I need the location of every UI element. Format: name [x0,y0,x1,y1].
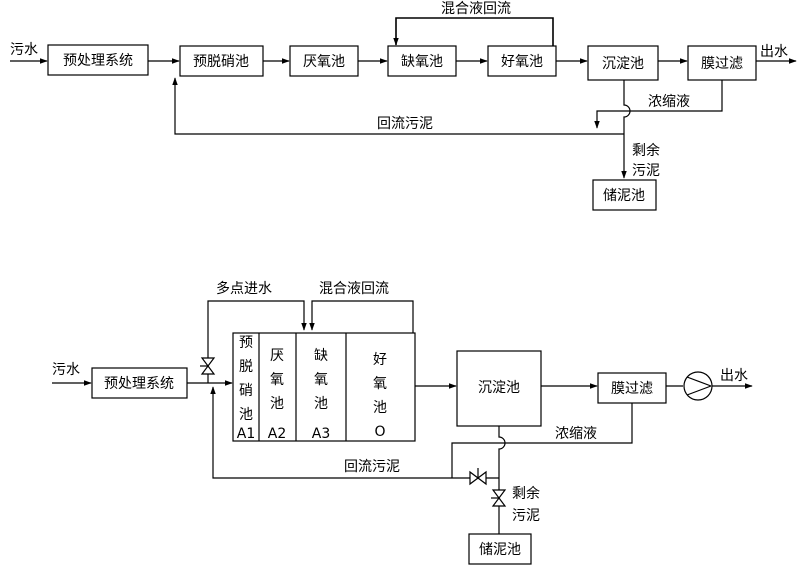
membrane-box [597,372,667,404]
membrane-label: 膜过滤 [611,381,653,397]
zone-a3-char: 氧 [314,372,328,388]
excess-sludge-label-1: 剩余 [632,142,660,159]
mixed-reflux-line [393,17,554,46]
return-sludge-label: 回流污泥 [344,459,400,475]
pre-denitrification-box [179,45,264,77]
zone-a3-code: A3 [312,426,330,442]
pre-denitrification-label: 预脱硝池 [193,54,249,70]
sludge-tank-label: 储泥池 [479,542,521,558]
excess-sludge-label-2: 污泥 [512,508,540,524]
valve-icon[interactable] [200,357,216,375]
zone-a2-char: 氧 [270,372,284,388]
zone-a1-char: 预 [239,335,253,351]
membrane-label: 膜过滤 [701,56,743,72]
zone-a1-code: A1 [237,426,255,442]
pump-icon[interactable] [683,371,713,401]
sludge-tank-box [592,179,657,211]
zone-a2-char: 厌 [270,348,284,364]
excess-sludge-line [496,426,506,542]
zone-o-code: O [374,424,385,440]
membrane-box [687,45,757,81]
inlet-label: 污水 [10,42,38,58]
anaerobic-label: 厌氧池 [303,54,345,70]
mixed-reflux-label: 混合液回流 [441,1,511,17]
zone-a1-char: 硝 [239,383,253,399]
aerobic-box [487,45,557,77]
zone-a2-char: 池 [270,396,284,412]
valve-icon[interactable] [491,489,507,507]
zone-a1-char: 脱 [239,359,253,375]
anoxic-box [387,45,457,77]
concentrate-label: 浓缩液 [648,94,690,110]
multipoint-feed-label: 多点进水 [216,280,272,297]
valve-icon[interactable] [469,468,487,486]
anoxic-label: 缺氧池 [401,54,443,70]
zone-a2-code: A2 [268,426,286,442]
sedimentation-label: 沉淀池 [478,380,520,396]
concentrate-line [451,403,633,478]
excess-sludge-label-1: 剩余 [512,485,540,502]
sedimentation-label: 沉淀池 [602,56,644,72]
zone-a3-char: 池 [314,396,328,412]
pretreatment-box [47,44,149,76]
zone-a1-char: 池 [239,407,253,423]
return-sludge-line [210,386,499,479]
concentrate-line [594,80,723,129]
sedimentation-box [456,350,542,427]
outlet-label: 出水 [720,368,748,384]
excess-sludge-label-2: 污泥 [632,163,660,179]
sedimentation-box [587,45,659,81]
sludge-tank-label: 储泥池 [603,188,645,204]
excess-sludge-line [621,80,631,179]
zone-o-char: 池 [373,400,387,416]
aerobic-label: 好氧池 [501,54,543,70]
pretreatment-label: 预处理系统 [63,53,133,69]
mixed-reflux-line [309,300,414,333]
anaerobic-box [289,45,359,77]
zone-o-char: 好 [373,352,387,368]
sludge-tank-box [468,533,532,565]
return-sludge-label: 回流污泥 [377,116,433,132]
diagram-1: 污水 预处理系统 预脱硝池 厌氧池 缺氧池 好氧池 沉淀池 膜过滤 出水 混合液… [10,1,797,211]
outlet-label: 出水 [760,44,788,60]
pretreatment-box [91,367,188,399]
mixed-reflux-label: 混合液回流 [319,281,389,297]
zone-a3-char: 缺 [314,348,328,364]
return-sludge-line [172,77,624,135]
concentrate-label: 浓缩液 [555,426,597,442]
multipoint-feed-line [207,300,307,383]
inlet-label: 污水 [52,362,80,378]
reactor-tank [232,332,416,442]
diagram-2: 污水 预处理系统 多点进水 混合液回流 预 脱 硝 池 A1 厌 氧 池 A2 [52,280,753,565]
zone-o-char: 氧 [373,376,387,392]
pretreatment-label: 预处理系统 [104,376,174,392]
